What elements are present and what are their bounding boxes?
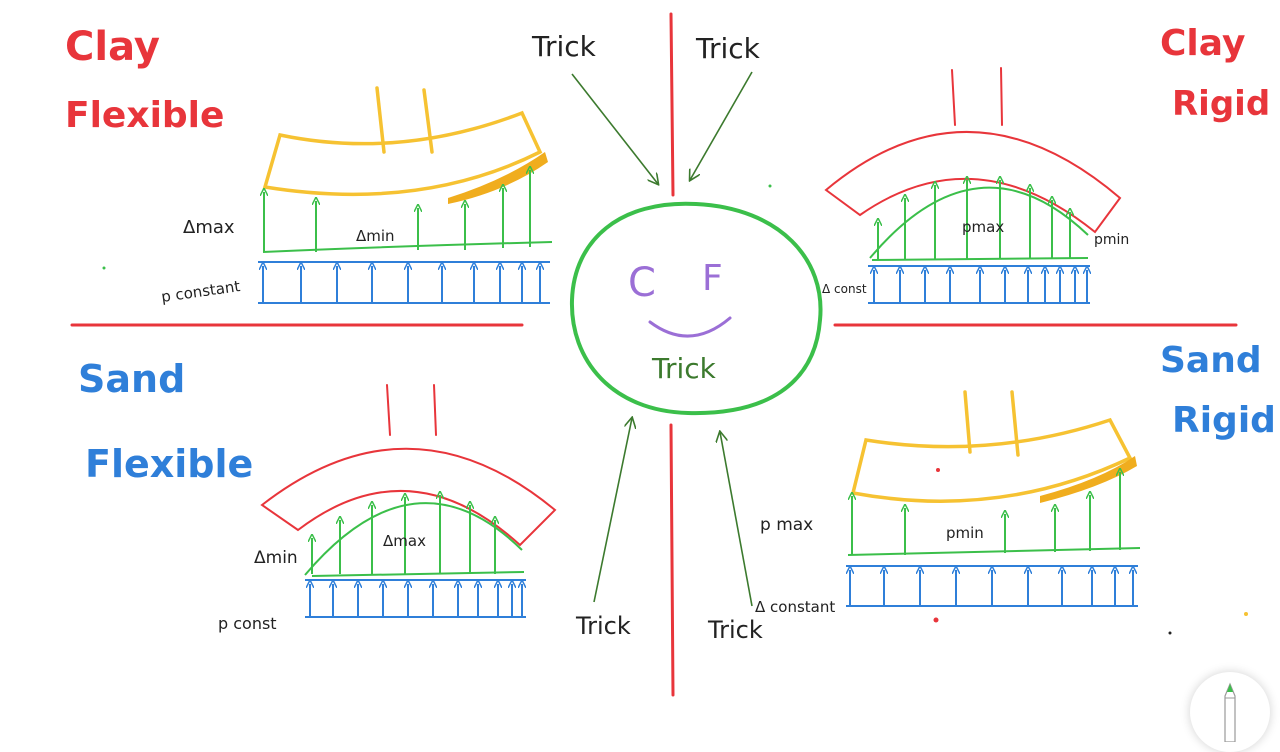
blue-pressure-arrows-bl: [305, 579, 526, 618]
label-delta-const-tr: Δ const: [822, 282, 867, 296]
pointer-trick-bottom-left: Trick: [575, 612, 631, 640]
quadrant-sand-flexible: Sand Flexible: [78, 357, 557, 633]
smile-mark: [648, 316, 732, 338]
label-p-constant-tl: p constant: [160, 277, 241, 306]
green-pressure-arch-tr: [869, 180, 1089, 261]
footing-arch-red: [824, 67, 1122, 234]
title-clay-top-left: Clay: [65, 24, 160, 70]
title-flexible-bottom-left: Flexible: [85, 442, 253, 486]
label-p-min-br: pmin: [946, 524, 984, 542]
green-settlement-arch-bl: [304, 495, 525, 577]
label-delta-min-tl: Δmin: [356, 227, 395, 245]
stray-marks: [102, 184, 1248, 635]
label-p-max-tr: pmax: [962, 218, 1004, 236]
green-pressure-arrows-br: [847, 472, 1141, 556]
green-settlement-arrows: [263, 170, 553, 253]
trick-pointers: Trick Trick Trick Trick: [531, 30, 763, 644]
title-sand-bottom-left: Sand: [78, 357, 185, 401]
label-delta-min-bl: Δmin: [254, 548, 298, 568]
center-letter-c: C: [628, 260, 656, 306]
pointer-arrow-top-left: [571, 73, 658, 184]
center-trick-circle: C F Trick: [569, 201, 823, 416]
blue-pressure-arrows: [258, 261, 550, 304]
center-trick-label: Trick: [651, 352, 717, 385]
footing-beam-yellow-br: [850, 390, 1133, 503]
pencil-tool-button[interactable]: [1190, 672, 1270, 752]
label-delta-constant-br: Δ constant: [755, 598, 835, 616]
vertical-divider-bottom: [669, 423, 675, 697]
quadrant-dividers: [70, 12, 1238, 697]
pointer-trick-bottom-right: Trick: [707, 616, 763, 644]
footing-shading: [448, 152, 548, 204]
pointer-arrow-bottom-left: [593, 418, 632, 603]
pointer-trick-top-left: Trick: [531, 30, 597, 63]
blue-settlement-arrows-br: [846, 565, 1138, 607]
title-clay-top-right: Clay: [1160, 23, 1245, 64]
pointer-arrow-top-right: [690, 71, 753, 180]
title-sand-bottom-right: Sand: [1160, 340, 1262, 381]
quadrant-sand-rigid: Sand Rigid: [755, 340, 1276, 616]
title-rigid-bottom-right: Rigid: [1172, 400, 1276, 441]
pointer-arrow-bottom-right: [720, 432, 753, 607]
footing-arch-red-bl: [260, 384, 557, 547]
quadrant-clay-rigid: Clay Rigid: [822, 23, 1270, 304]
footing-beam-yellow: [262, 86, 543, 197]
center-letter-f: F: [702, 258, 723, 299]
footing-shading-br: [1040, 456, 1137, 503]
label-p-min-tr: pmin: [1094, 232, 1129, 248]
label-delta-max-tl: Δmax: [183, 217, 235, 238]
pointer-trick-top-right: Trick: [695, 32, 761, 65]
green-circle: [569, 201, 823, 416]
label-p-const-bl: p const: [218, 614, 277, 633]
quadrant-clay-flexible: Clay Flexible: [65, 24, 553, 306]
title-rigid-top-right: Rigid: [1172, 84, 1270, 124]
blue-settlement-arrows-tr: [868, 265, 1090, 304]
label-delta-max-bl: Δmax: [383, 532, 426, 550]
vertical-divider-top: [669, 12, 675, 197]
title-flexible-top-left: Flexible: [65, 95, 224, 136]
label-p-max-br: p max: [760, 515, 813, 535]
pencil-icon: [1224, 682, 1236, 742]
whiteboard-canvas[interactable]: Clay Flexible: [0, 0, 1280, 720]
